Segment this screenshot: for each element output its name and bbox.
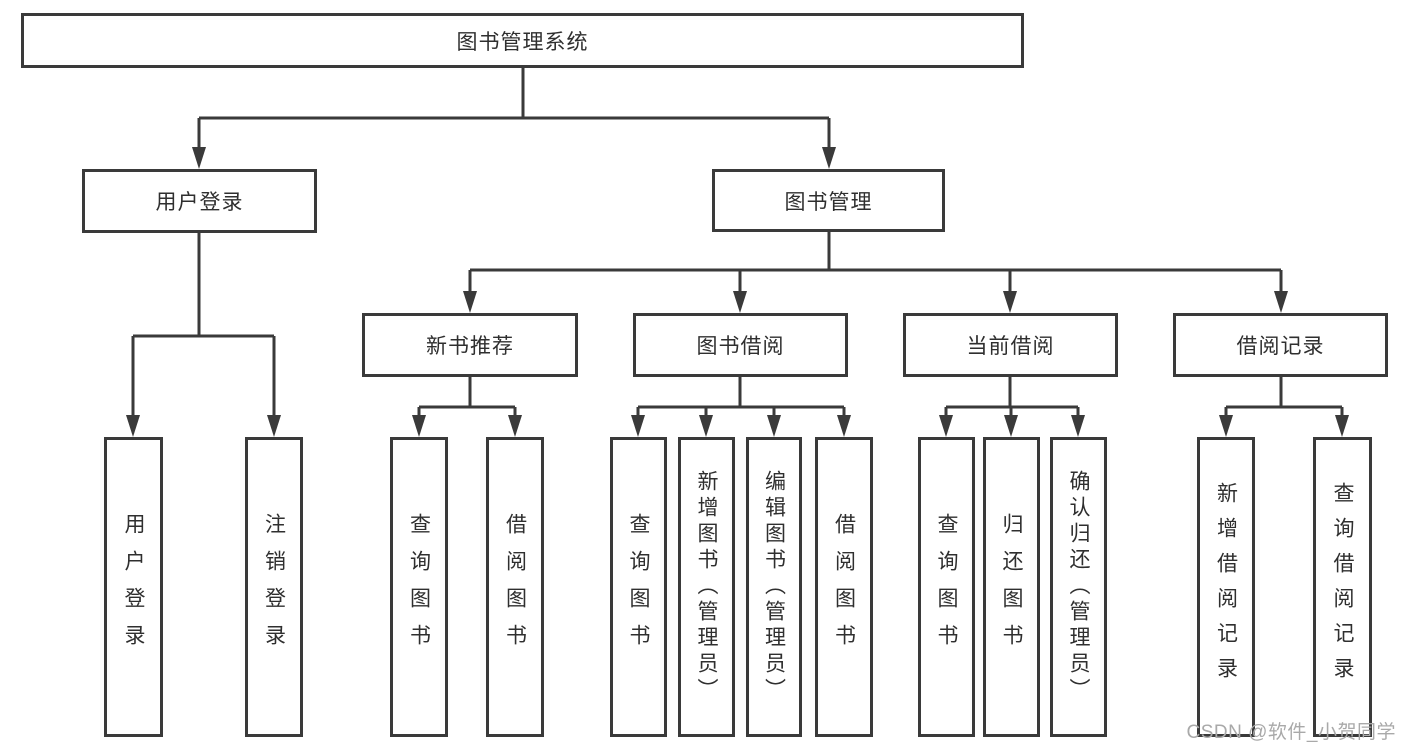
leaf-edit-books-admin: 编辑图书（管理员） <box>746 437 802 737</box>
node-borrow-records: 借阅记录 <box>1173 313 1388 377</box>
leaf-return-books: 归还图书 <box>983 437 1040 737</box>
leaf-add-books-admin: 新增图书（管理员） <box>678 437 735 737</box>
leaf-query-books-recommend: 查询图书 <box>390 437 448 737</box>
leaf-confirm-return-admin: 确认归还（管理员） <box>1050 437 1107 737</box>
leaf-query-borrow-record: 查询借阅记录 <box>1313 437 1372 737</box>
leaf-query-books-current: 查询图书 <box>918 437 975 737</box>
leaf-borrow-books: 借阅图书 <box>815 437 873 737</box>
leaf-query-books-borrow: 查询图书 <box>610 437 667 737</box>
node-user-login: 用户登录 <box>82 169 317 233</box>
node-book-management: 图书管理 <box>712 169 945 232</box>
watermark: CSDN @软件_小贺同学 <box>1186 722 1396 743</box>
node-library-system: 图书管理系统 <box>21 13 1024 68</box>
leaf-borrow-books-recommend: 借阅图书 <box>486 437 544 737</box>
leaf-logout: 注销登录 <box>245 437 303 737</box>
node-new-book-recommend: 新书推荐 <box>362 313 578 377</box>
node-book-borrow: 图书借阅 <box>633 313 848 377</box>
leaf-add-borrow-record: 新增借阅记录 <box>1197 437 1255 737</box>
node-current-borrow: 当前借阅 <box>903 313 1118 377</box>
leaf-user-login: 用户登录 <box>104 437 163 737</box>
